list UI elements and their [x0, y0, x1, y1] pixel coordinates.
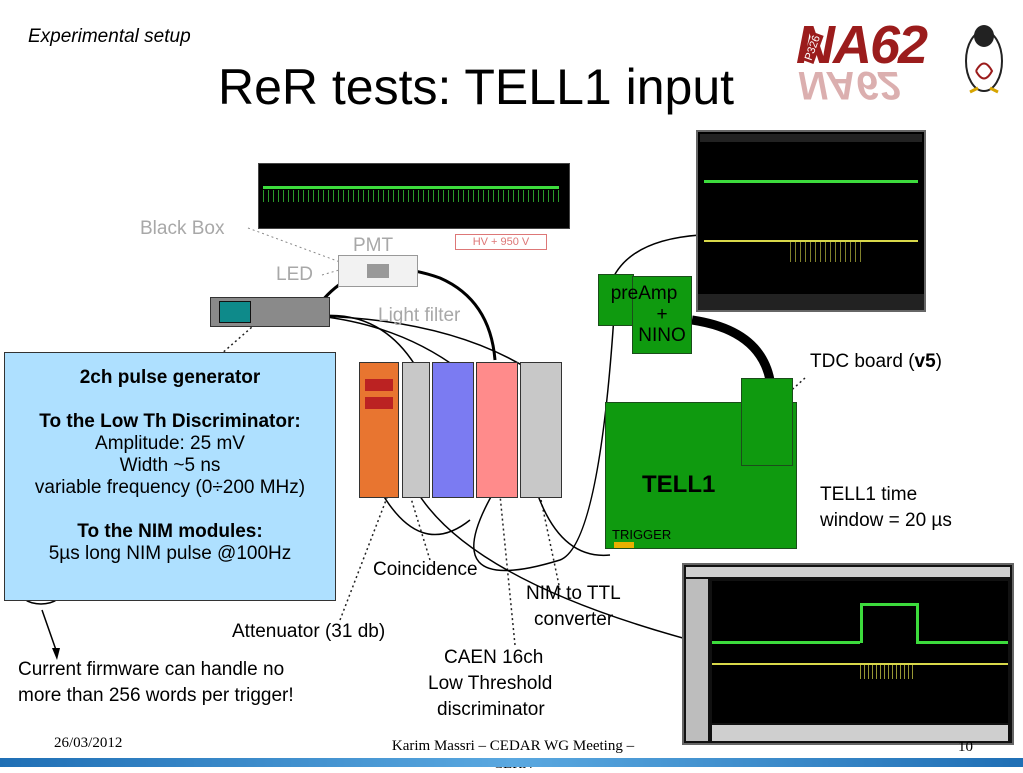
coincidence-label: Coincidence — [373, 559, 478, 580]
hv-label: HV + 950 V — [455, 234, 547, 250]
pg-nim-pulse: 5µs long NIM pulse @100Hz — [5, 543, 335, 565]
attenuator-module — [359, 362, 399, 498]
pg-frequency: variable frequency (0÷200 MHz) — [34, 477, 306, 498]
pg-amplitude: Amplitude: 25 mV — [95, 433, 245, 454]
light-filter-label: Light filter — [378, 305, 461, 326]
scope-bottom-sidebar — [686, 579, 708, 741]
pmt-trace-green — [263, 186, 559, 189]
cable-nim3 — [317, 315, 531, 371]
pmt-label: PMT — [353, 235, 394, 256]
tdc-board — [741, 378, 793, 466]
black-box-label: Black Box — [140, 218, 225, 239]
pg-nim-heading: To the NIM modules: — [77, 521, 263, 542]
pg-nim-pulse-rest: long NIM pulse @100Hz — [79, 543, 292, 564]
nim-ttl-module — [520, 362, 562, 498]
caen-label-2: Low Threshold — [428, 673, 553, 694]
cable-scope1 — [611, 234, 701, 281]
cable-nim — [317, 315, 461, 371]
pg-low-th-heading: To the Low Th Discriminator: — [39, 411, 301, 432]
flat-cable — [691, 315, 775, 382]
scope-top-toolbar — [700, 134, 922, 142]
attenuator-label: Attenuator (31 db) — [232, 621, 386, 642]
attenuator-leader — [339, 494, 389, 621]
na62-logo: NA62 NA62 P326 — [796, 14, 1016, 107]
scope-top-trace-green — [704, 180, 918, 183]
preamp-label: preAmp — [610, 283, 678, 304]
footer-author-line1: Karim Massri – CEDAR WG Meeting – — [391, 738, 635, 754]
slide-title: ReR tests: TELL1 input — [218, 59, 735, 115]
firmware-note-2: more than 256 words per trigger! — [18, 685, 294, 706]
caen-discriminator-module — [476, 362, 518, 498]
tell1-window-line2: window = 20 µs — [820, 510, 952, 531]
scope-bottom-screen — [712, 581, 1008, 723]
pg-width: Width ~5 ns — [119, 455, 221, 476]
page-number: 10 — [958, 739, 973, 755]
nim-ttl-label-2: converter — [534, 609, 614, 630]
preamp-nino-board: preAmp + NINO — [611, 276, 692, 354]
coincidence-leader — [409, 494, 431, 561]
pg-title: 2ch pulse generator — [79, 367, 261, 388]
blackbox-leader — [247, 227, 341, 263]
footer-author: Karim Massri – CEDAR WG Meeting – CERN — [363, 737, 663, 773]
tell1-label: TELL1 — [642, 471, 716, 498]
pg-nim-pulse-highlight: 5µs — [48, 543, 80, 564]
footer-bar — [0, 758, 1023, 767]
scope-top-trace-yellow — [704, 240, 918, 242]
tdc-board-label: TDC board (v5) — [810, 351, 942, 372]
scope-bottom-status — [712, 725, 1008, 741]
section-label: Experimental setup — [28, 26, 191, 47]
firmware-note-1: Current firmware can handle no — [18, 659, 285, 680]
cable-trigger — [535, 489, 611, 557]
preamp-plus: + — [656, 304, 668, 325]
caen-label-3: discriminator — [437, 699, 545, 720]
coincidence-module — [432, 362, 474, 498]
cable-nim2 — [317, 314, 416, 366]
pulse-generator-info: 2ch pulse generator To the Low Th Discri… — [4, 352, 336, 601]
pulse-generator-screen — [219, 301, 251, 323]
led-label: LED — [276, 264, 313, 285]
pulsegen-leader — [219, 319, 261, 356]
scope-bottom-trace-yellow — [712, 663, 1008, 665]
scope-bottom-toolbar — [686, 567, 1010, 577]
penguin-icon — [965, 25, 1003, 94]
footer-date: 26/03/2012 — [54, 735, 123, 751]
gray-module-1 — [402, 362, 430, 498]
nino-label: NINO — [638, 325, 686, 346]
cable-preamp — [473, 299, 616, 572]
caen-label-1: CAEN 16ch — [444, 647, 544, 668]
oscilloscope-top — [696, 130, 926, 312]
scope-top-status — [698, 294, 924, 310]
trigger-label: TRIGGER — [612, 527, 672, 542]
nim-ttl-label-1: NIM to TTL — [526, 583, 621, 604]
pmt-scope-trace — [258, 163, 570, 229]
nim-ttl-leader — [539, 494, 561, 591]
cable-coinc — [379, 489, 471, 536]
cable-scope2 — [415, 489, 691, 641]
trigger-connector — [614, 542, 634, 548]
tell1-window-line1: TELL1 time — [820, 484, 918, 505]
pulse-generator-device — [210, 297, 330, 327]
oscilloscope-bottom — [682, 563, 1014, 745]
black-box — [338, 255, 418, 287]
pmt-body — [367, 264, 389, 278]
